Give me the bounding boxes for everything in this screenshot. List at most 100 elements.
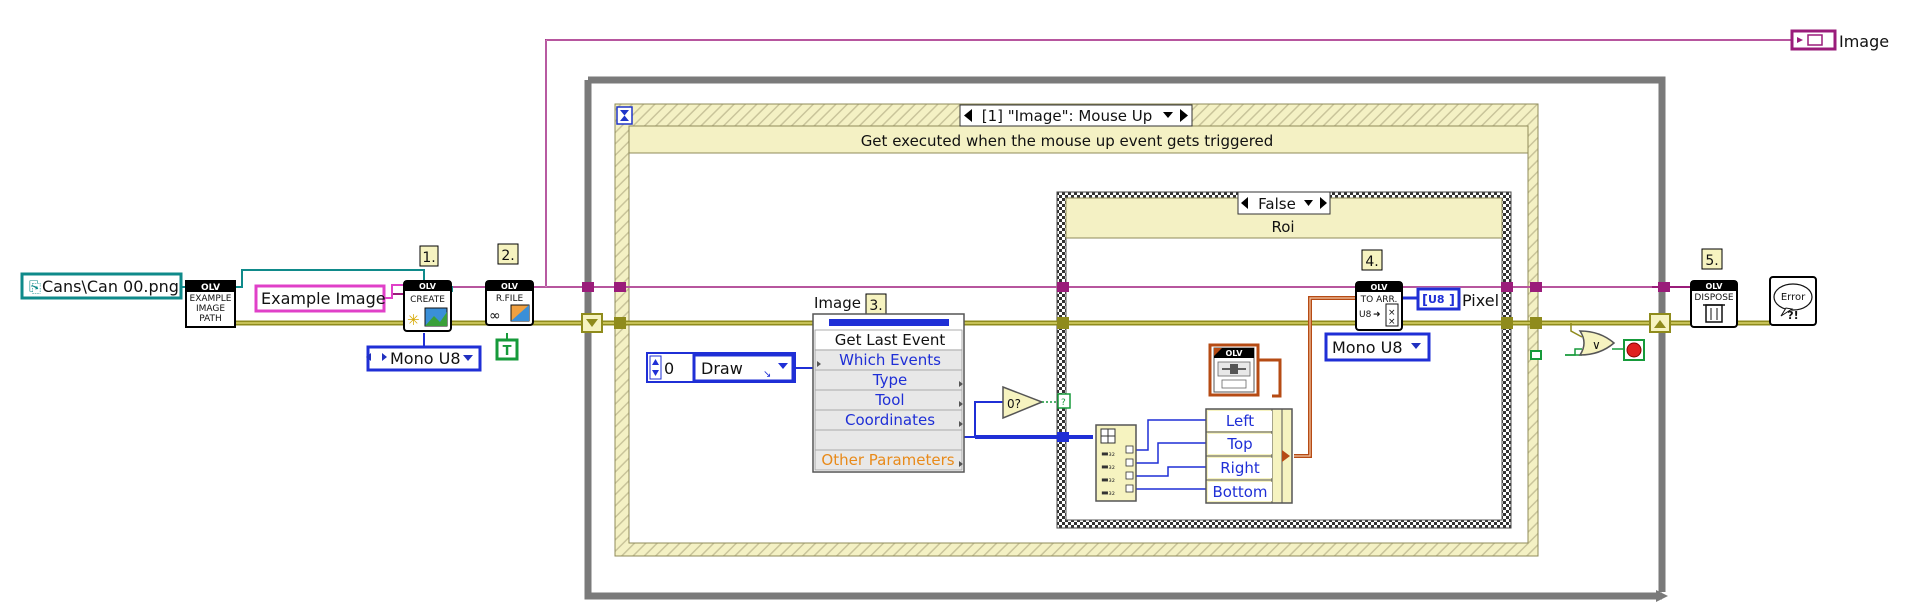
subvi-caption: R.FILE: [496, 294, 524, 304]
invoke-method[interactable]: Other Parameters: [821, 451, 954, 469]
path-icon: ⎘: [29, 278, 41, 296]
refnum-bar: [829, 319, 949, 326]
invoke-method[interactable]: Which Events: [839, 351, 941, 369]
cluster-wire[interactable]: [1258, 296, 1355, 458]
error-handler-subvi[interactable]: Error ?!: [1769, 276, 1817, 326]
read-file-subvi[interactable]: OLV R.FILE ∞: [485, 280, 534, 326]
draw-enum[interactable]: Draw ↘: [692, 353, 795, 383]
decrement-icon[interactable]: [652, 370, 659, 376]
invoke-method[interactable]: Type: [872, 371, 907, 389]
image-indicator-label: Image: [1839, 32, 1889, 51]
subvi-caption: CREATE: [410, 295, 445, 305]
example-image-path-subvi[interactable]: OLV EXAMPLE IMAGE PATH: [185, 280, 236, 328]
chevron-down-icon[interactable]: [1163, 112, 1173, 118]
image-name-constant[interactable]: Example Image: [254, 284, 386, 313]
output-terminal-icon: [959, 421, 963, 427]
case-selector-label: False: [1258, 195, 1296, 213]
path-constant[interactable]: ⎘ Cans\Can 00.png: [20, 272, 183, 300]
invoke-method[interactable]: Coordinates: [845, 411, 935, 429]
or-node[interactable]: ∨: [1578, 330, 1616, 356]
bundle-element[interactable]: Top: [1226, 435, 1252, 453]
glasses-icon: ∞: [489, 308, 501, 324]
error-sub: ?!: [1787, 309, 1798, 322]
svg-text:▬₃₂: ▬₃₂: [1101, 449, 1115, 458]
not-equal-zero-node[interactable]: 0? ?: [1002, 385, 1071, 420]
svg-text:×: ×: [1388, 308, 1396, 318]
step-label-4: [1361, 249, 1383, 271]
arrow-down-icon: [586, 319, 598, 327]
event-comment-box: [628, 125, 1529, 154]
arrow-up-icon: [1654, 320, 1666, 328]
stop-terminal[interactable]: [1623, 339, 1645, 361]
while-loop[interactable]: [584, 76, 1668, 602]
shift-register-left[interactable]: [581, 313, 603, 333]
subvi-sub: U8: [1359, 310, 1372, 320]
step-label-text: 2.: [501, 248, 514, 264]
invoke-node[interactable]: Image 3. Get Last Event Which Events Typ…: [812, 293, 965, 473]
step-label-1: [419, 245, 439, 267]
invoke-method[interactable]: Get Last Event: [835, 331, 946, 349]
image-type-value: Mono U8: [390, 349, 461, 368]
step-label-5: [1701, 248, 1723, 270]
event-comment: Get executed when the mouse up event get…: [861, 132, 1274, 150]
invoke-node-label: Image: [814, 294, 861, 312]
unbundle-node[interactable]: ▬₃₂ ▬₃₂ ▬₃₂ ▬₃₂: [1095, 424, 1137, 502]
svg-text:×: ×: [1388, 317, 1396, 327]
svg-text:▬₃₂: ▬₃₂: [1101, 488, 1115, 497]
case-next-icon[interactable]: [1320, 197, 1327, 209]
case-selector[interactable]: [1237, 191, 1331, 215]
subvi-header: OLV: [419, 282, 437, 291]
subvi-caption: DISPOSE: [1694, 293, 1734, 303]
boolean-constant[interactable]: T: [495, 338, 519, 361]
string-wire[interactable]: [384, 284, 406, 299]
shift-register-right[interactable]: [1649, 313, 1671, 333]
svg-text:▬₃₂: ▬₃₂: [1101, 462, 1115, 471]
to-array-type-ring[interactable]: Mono U8: [1324, 332, 1431, 362]
increment-icon[interactable]: [382, 353, 387, 361]
bundle-element[interactable]: Bottom: [1212, 483, 1267, 501]
chevron-down-icon[interactable]: [1411, 343, 1421, 349]
bundle-element[interactable]: Left: [1226, 412, 1254, 430]
pixel-label: Pixel: [1462, 291, 1499, 310]
subvi-caption: TO ARR.: [1360, 295, 1398, 305]
case-structure[interactable]: False Roi: [1056, 191, 1512, 529]
refnum-wire-light: [404, 39, 1792, 288]
pixel-array-indicator[interactable]: [ U8 ] Pixel: [1416, 287, 1499, 311]
arrow-right-icon: ➜: [1373, 310, 1381, 320]
subvi-line: EXAMPLE: [190, 294, 232, 304]
chevron-down-icon[interactable]: [778, 363, 788, 369]
event-selector-label: [1] "Image": Mouse Up: [982, 107, 1153, 125]
chevron-down-icon[interactable]: [463, 355, 473, 361]
event-prev-icon[interactable]: [964, 109, 972, 122]
case-prev-icon[interactable]: [1241, 197, 1248, 209]
numeric-value: 0: [664, 359, 674, 378]
subvi-header: OLV: [1706, 282, 1724, 291]
bundle-element[interactable]: Right: [1220, 459, 1260, 477]
unbundle-wires[interactable]: [1135, 419, 1208, 490]
compare-glyph: 0?: [1007, 397, 1021, 411]
coordinates-wire[interactable]: [964, 401, 1005, 438]
speech-bubble-icon: [1773, 283, 1813, 311]
invoke-method[interactable]: Tool: [874, 391, 904, 409]
error-caption: Error: [1781, 292, 1806, 303]
increment-icon[interactable]: [652, 359, 659, 365]
create-subvi[interactable]: OLV CREATE ✳: [403, 280, 452, 332]
array-icon: [1385, 303, 1399, 327]
roi-tool-subvi[interactable]: OLV: [1208, 343, 1260, 397]
dispose-subvi[interactable]: OLV DISPOSE: [1690, 280, 1738, 328]
subvi-header: OLV: [201, 283, 220, 293]
bundle-by-name-node[interactable]: Left Top Right Bottom: [1205, 408, 1293, 504]
event-selector[interactable]: [959, 104, 1193, 127]
image-indicator[interactable]: Image: [1790, 29, 1889, 51]
svg-text:]: ]: [1449, 293, 1455, 308]
array-type-label: U8: [1428, 293, 1445, 306]
case-comment: Roi: [1271, 218, 1294, 236]
step-label-text: 5.: [1705, 253, 1718, 269]
stop-icon: [1626, 342, 1642, 358]
step-label-text: 3.: [869, 298, 882, 314]
to-array-subvi[interactable]: OLV TO ARR. U8 ➜ × ×: [1355, 281, 1403, 331]
event-next-icon[interactable]: [1180, 109, 1188, 122]
image-type-ring[interactable]: Mono U8: [366, 345, 482, 372]
boolean-value: T: [503, 344, 512, 359]
chevron-down-icon[interactable]: [1304, 200, 1313, 206]
